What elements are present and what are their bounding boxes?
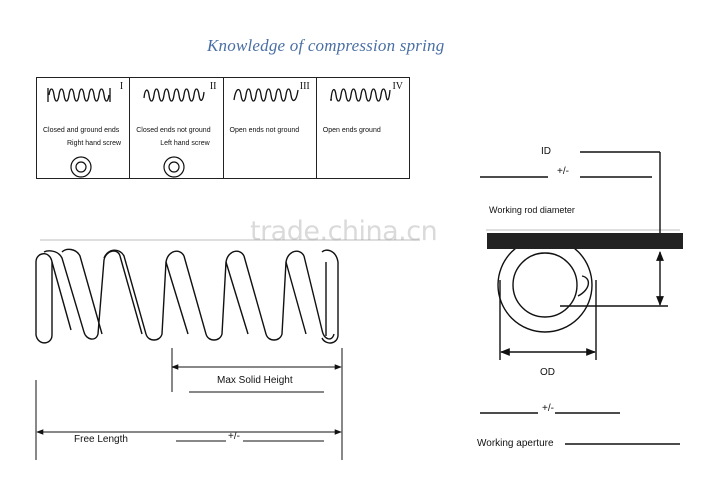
large-spring [35, 248, 339, 344]
type-numeral: IV [392, 81, 403, 92]
od-tolerance: +/- [542, 403, 554, 414]
spring-type-1: I Closed and ground ends Right hand scre… [37, 78, 131, 178]
spring-types-table: I Closed and ground ends Right hand scre… [36, 77, 410, 179]
hand-label: Left hand screw [160, 140, 210, 147]
open-ground-spring-icon [329, 88, 391, 102]
type-numeral: III [299, 81, 310, 92]
end-type-label: Open ends not ground [229, 127, 300, 134]
dimension-lines [35, 348, 343, 460]
spring-type-4: IV Open ends ground [317, 78, 409, 178]
end-type-label: Closed ends not ground [136, 127, 211, 134]
free-length-label: Free Length [74, 434, 128, 445]
od-label: OD [540, 367, 555, 378]
type-numeral: I [119, 81, 124, 92]
working-aperture-label: Working aperture [477, 438, 554, 449]
closed-not-ground-spring-icon [143, 88, 205, 178]
end-type-label: Closed and ground ends [43, 127, 120, 134]
spring-type-3: III Open ends not ground [224, 78, 317, 178]
end-type-label: Open ends ground [322, 127, 381, 134]
spring-type-2: II Closed ends not ground Left hand scre… [130, 78, 224, 178]
id-tolerance: +/- [557, 166, 569, 177]
end-view [480, 151, 680, 445]
page-title: Knowledge of compression spring [207, 36, 445, 55]
id-label: ID [541, 146, 551, 157]
type-numeral: II [209, 81, 217, 92]
open-not-ground-spring-icon [232, 88, 299, 102]
max-solid-height-label: Max Solid Height [217, 375, 293, 386]
closed-ground-spring-icon [47, 88, 111, 178]
working-rod [487, 233, 683, 249]
watermark: trade.china.cn [250, 216, 438, 247]
free-length-tolerance: +/- [228, 431, 240, 442]
hand-label: Right hand screw [67, 140, 122, 147]
working-rod-diameter-label: Working rod diameter [489, 205, 575, 215]
